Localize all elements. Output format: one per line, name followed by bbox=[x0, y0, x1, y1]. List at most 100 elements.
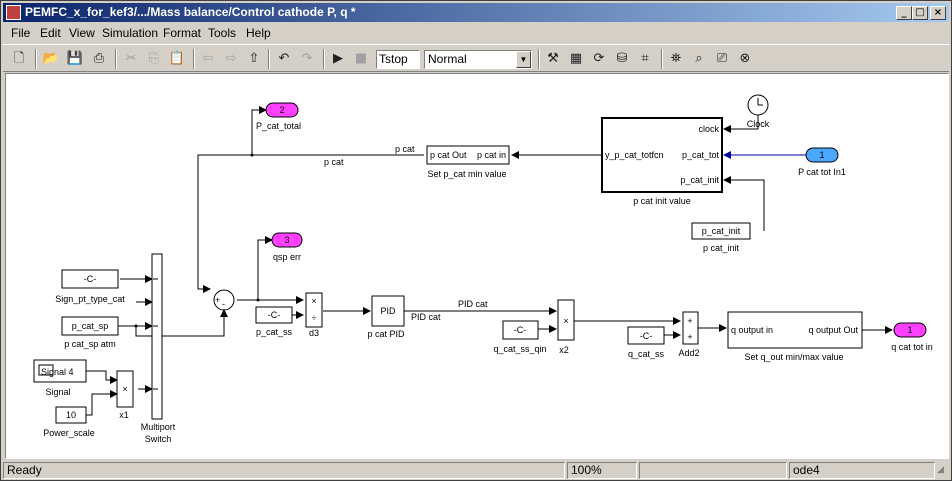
save-icon[interactable]: 💾 bbox=[66, 51, 84, 66]
stop-time-field[interactable]: Tstop bbox=[376, 50, 420, 69]
chevron-down-icon[interactable]: ▼ bbox=[516, 51, 531, 68]
qcat-ss-qin-label: q_cat_ss_qin bbox=[493, 344, 546, 354]
copy-icon[interactable]: ⎘ bbox=[148, 51, 160, 66]
signal-label-pid-cat2: PID cat bbox=[411, 312, 441, 322]
inport-1[interactable]: 1 bbox=[805, 147, 839, 163]
build-icon[interactable]: ⚒ bbox=[547, 51, 559, 66]
resize-grip-icon[interactable]: ◢ bbox=[937, 465, 944, 475]
svg-text:PID: PID bbox=[380, 306, 396, 316]
sum-block[interactable]: + - bbox=[213, 289, 235, 311]
power-scale-constant[interactable]: 10 bbox=[55, 406, 87, 424]
svg-text:×: × bbox=[122, 384, 127, 394]
svg-text:q output in: q output in bbox=[731, 325, 773, 335]
pcat-init-constant[interactable]: p_cat_init bbox=[691, 222, 751, 240]
menu-edit[interactable]: Edit bbox=[40, 26, 61, 40]
clock-label: Clock bbox=[747, 119, 770, 129]
svg-text:1: 1 bbox=[907, 325, 912, 335]
svg-text:+: + bbox=[215, 295, 220, 305]
outport-3-label: qsp err bbox=[273, 252, 301, 262]
menu-bar: File Edit View Simulation Format Tools H… bbox=[3, 23, 949, 43]
pid-label: p cat PID bbox=[367, 329, 405, 339]
svg-text:p_cat_sp: p_cat_sp bbox=[72, 321, 109, 331]
library-browser-icon[interactable]: ⛯ bbox=[670, 51, 682, 66]
svg-text:÷: ÷ bbox=[312, 313, 317, 323]
start-simulation-icon[interactable]: ▶ bbox=[333, 51, 343, 66]
pcat-sp-constant[interactable]: p_cat_sp bbox=[61, 316, 119, 336]
inport-1-label: P cat tot In1 bbox=[798, 167, 846, 177]
menu-view[interactable]: View bbox=[69, 26, 95, 40]
qcat-ss-constant[interactable]: -C- bbox=[627, 326, 665, 345]
refresh-icon[interactable]: ⟳ bbox=[593, 51, 605, 66]
pid-block[interactable]: PID bbox=[371, 295, 405, 327]
back-icon[interactable]: ⇦ bbox=[202, 51, 214, 66]
paste-icon[interactable]: 📋 bbox=[168, 51, 186, 66]
print-icon[interactable]: ⎙ bbox=[93, 51, 105, 66]
toolbar: 🗋 📂 💾 ⎙ ✂ ⎘ 📋 ⇦ ⇨ ⇧ ↶ ↷ ▶ ■ Tstop Normal… bbox=[3, 44, 949, 72]
open-icon[interactable]: 📂 bbox=[42, 51, 60, 66]
svg-text:-C-: -C- bbox=[514, 325, 527, 335]
model-canvas[interactable]: p cat p cat PID cat PID cat 2 P_cat_tota… bbox=[5, 73, 949, 459]
minimize-icon[interactable]: _ bbox=[896, 6, 912, 20]
incremental-build-icon[interactable]: ⛁ bbox=[616, 51, 628, 66]
block-diagram: p cat p cat PID cat PID cat 2 P_cat_tota… bbox=[33, 94, 933, 444]
update-diagram-icon[interactable]: ▦ bbox=[569, 51, 583, 66]
model-advisor-icon[interactable]: ⌗ bbox=[641, 51, 649, 66]
svg-text:+: + bbox=[687, 332, 692, 342]
outport-2-label: P_cat_total bbox=[256, 121, 301, 131]
toolbar-separator bbox=[115, 49, 117, 69]
forward-icon[interactable]: ⇨ bbox=[225, 51, 237, 66]
menu-simulation[interactable]: Simulation bbox=[102, 26, 159, 40]
model-explorer-icon[interactable]: ⌕ bbox=[695, 51, 703, 66]
svg-text:+: + bbox=[687, 316, 692, 326]
svg-text:clock: clock bbox=[698, 124, 719, 134]
multiport-switch-label1: Multiport bbox=[141, 422, 176, 432]
pcat-init-value-block[interactable]: clock p_cat_tot p_cat_init y_p_cat_totfc… bbox=[601, 117, 723, 193]
signal-label-pid-cat: PID cat bbox=[458, 299, 488, 309]
up-icon[interactable]: ⇧ bbox=[248, 51, 260, 66]
cut-icon[interactable]: ✂ bbox=[125, 51, 137, 66]
pcat-ss-constant[interactable]: -C- bbox=[255, 306, 293, 324]
menu-help[interactable]: Help bbox=[246, 26, 271, 40]
svg-text:1: 1 bbox=[819, 150, 824, 160]
menu-format[interactable]: Format bbox=[163, 26, 202, 40]
menu-tools[interactable]: Tools bbox=[208, 26, 237, 40]
toolbar-separator bbox=[268, 49, 270, 69]
status-empty-pane bbox=[639, 462, 787, 479]
debugger-icon[interactable]: ⎚ bbox=[716, 51, 728, 66]
outport-1-label: q cat tot in bbox=[891, 342, 933, 352]
svg-text:-C-: -C- bbox=[84, 274, 97, 284]
clock-block[interactable] bbox=[747, 94, 769, 116]
close-icon[interactable]: × bbox=[930, 6, 946, 20]
status-bar: Ready 100% ode4 ◢ bbox=[3, 461, 949, 480]
status-ready: Ready bbox=[3, 462, 565, 479]
set-pcat-min-block[interactable]: p cat Out p cat in bbox=[426, 145, 510, 165]
svg-text:-: - bbox=[222, 299, 225, 309]
svg-text:×: × bbox=[311, 296, 316, 306]
outport-3[interactable]: 3 bbox=[271, 232, 303, 248]
new-model-icon[interactable]: 🗋 bbox=[13, 51, 25, 66]
signal-builder-block[interactable]: Signal 4 bbox=[33, 359, 87, 383]
set-qout-minmax-block[interactable]: q output in q output Out bbox=[727, 311, 863, 349]
undo-icon[interactable]: ↶ bbox=[278, 51, 290, 66]
stop-simulation-icon[interactable]: ■ bbox=[354, 51, 368, 66]
outport-2[interactable]: 2 bbox=[265, 102, 299, 118]
d3-divide-block[interactable]: × ÷ bbox=[305, 292, 323, 328]
redo-icon[interactable]: ↷ bbox=[301, 51, 313, 66]
toolbar-separator bbox=[323, 49, 325, 69]
toolbar-separator bbox=[661, 49, 663, 69]
profile-icon[interactable]: ⊗ bbox=[739, 51, 751, 66]
menu-file[interactable]: File bbox=[11, 26, 31, 40]
add2-block[interactable]: + + bbox=[682, 311, 699, 345]
multiport-switch-label2: Switch bbox=[145, 434, 172, 444]
qcat-ss-qin-constant[interactable]: -C- bbox=[502, 320, 539, 340]
svg-text:p cat in: p cat in bbox=[477, 150, 506, 160]
sign-pt-type-constant[interactable]: -C- bbox=[61, 269, 119, 289]
qcat-ss-label: q_cat_ss bbox=[628, 349, 665, 359]
outport-1[interactable]: 1 bbox=[893, 322, 927, 338]
multiport-switch[interactable] bbox=[151, 253, 163, 420]
x1-product-block[interactable]: × bbox=[116, 370, 134, 408]
simulation-mode-select[interactable]: Normal ▼ bbox=[424, 50, 532, 69]
window-title: PEMFC_x_for_kef3/.../Mass balance/Contro… bbox=[25, 5, 356, 19]
maximize-icon[interactable]: □ bbox=[912, 6, 928, 20]
x2-product-block[interactable]: × bbox=[557, 299, 575, 341]
